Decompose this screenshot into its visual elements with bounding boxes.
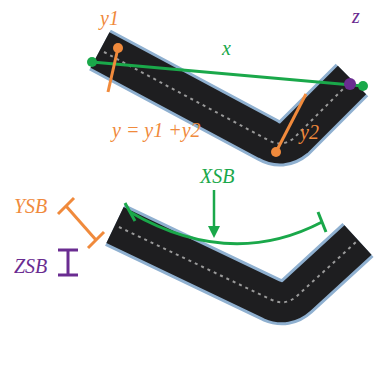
dimension-label: ZSB	[14, 256, 47, 276]
dimension-label: XSB	[200, 166, 234, 186]
dimension-label: z	[352, 6, 360, 26]
dimension-label: x	[222, 38, 231, 58]
formula-label: y = y1 +y2	[112, 120, 201, 140]
dimension-label: YSB	[14, 196, 47, 216]
dimension-label: y2	[300, 122, 319, 142]
dimension-label: y1	[100, 8, 119, 28]
